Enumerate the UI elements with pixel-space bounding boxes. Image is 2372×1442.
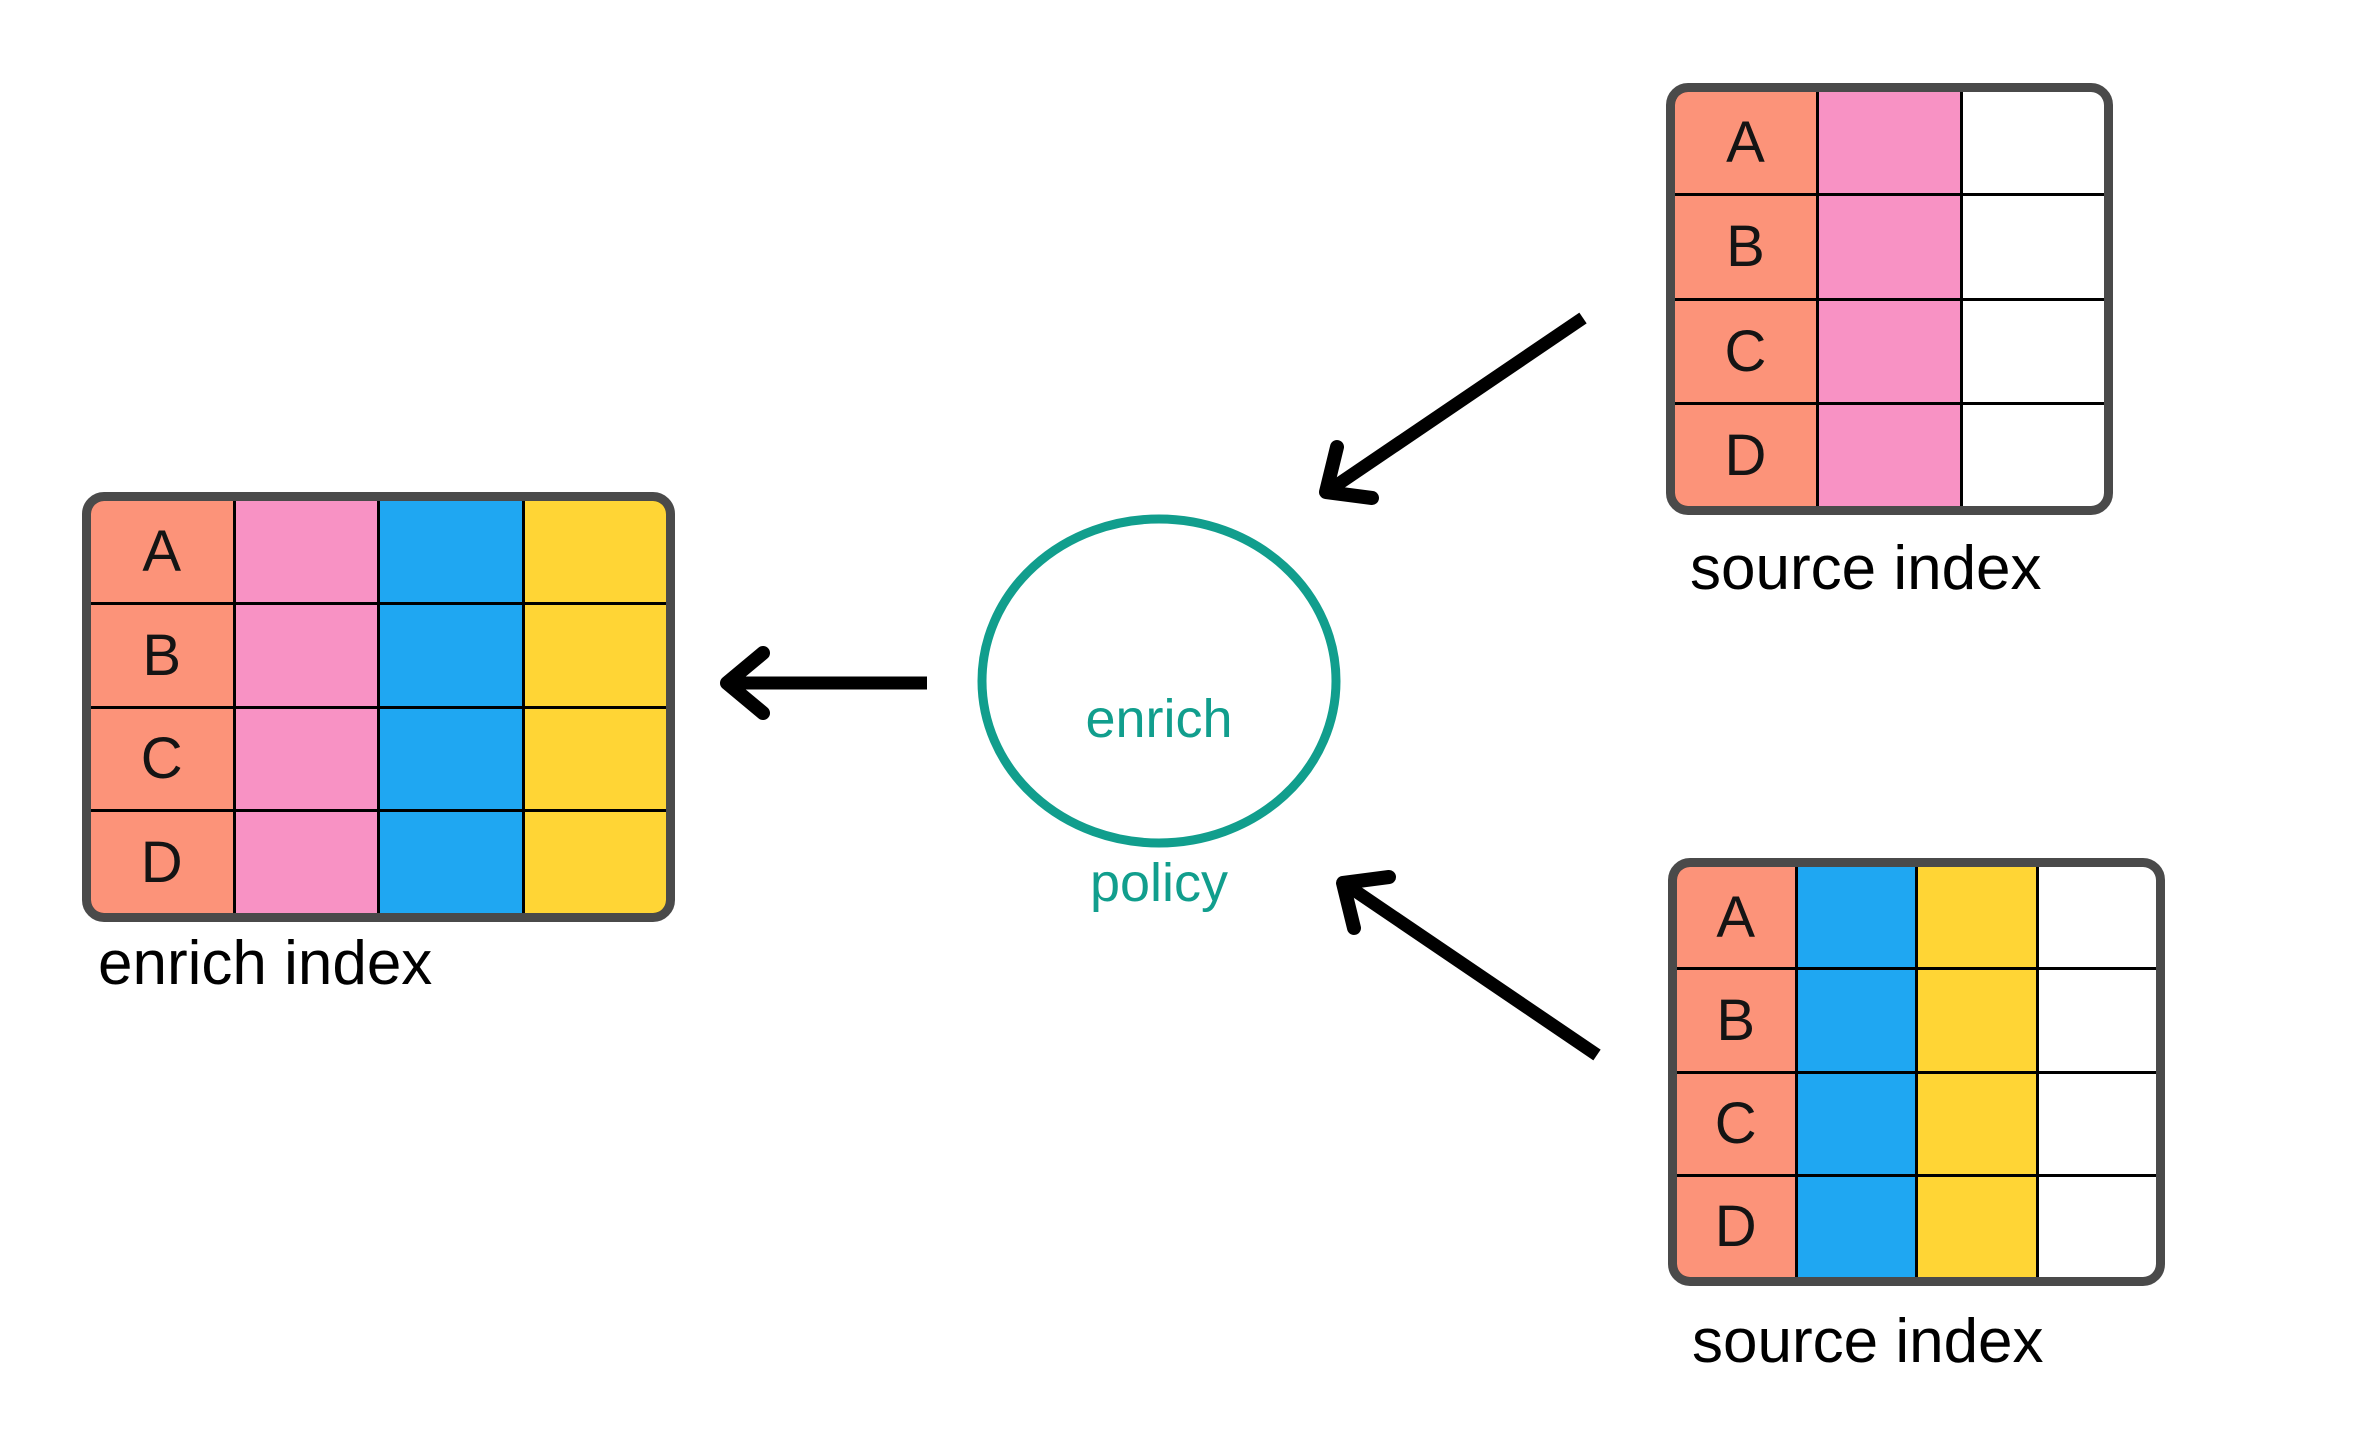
source-bottom-cell-blue-D [1797, 1176, 1915, 1277]
source-bottom-cell-yellow-A [1918, 867, 2036, 968]
source-bottom-cell-key-D: D [1677, 1176, 1795, 1277]
source-bottom-cell-empty-C [2038, 1073, 2156, 1174]
source-bottom-cell-yellow-C [1918, 1073, 2036, 1174]
source-bottom-cell-yellow-B [1918, 970, 2036, 1071]
source-top-cell-empty-C [1963, 300, 2104, 402]
arrowhead-icon [1319, 440, 1379, 505]
arrowhead-icon [1336, 870, 1396, 935]
source-bottom-cell-empty-B [2038, 970, 2156, 1071]
arrowhead-icon [720, 646, 770, 720]
enrich-index-label: enrich index [98, 929, 433, 998]
source-top-cell-empty-B [1963, 196, 2104, 298]
source-top-cell-pink-B [1819, 196, 1960, 298]
arrow-policy-to-enrich-index [720, 646, 927, 720]
source-top-cell-key-C: C [1675, 300, 1816, 402]
enrich-cell-key-B: B [91, 604, 233, 706]
enrich-cell-key-A: A [91, 501, 233, 602]
enrich-policy-label-line1: enrich [1085, 689, 1233, 749]
source-top-cell-key-A: A [1675, 92, 1816, 194]
enrich-cell-blue-D [380, 812, 522, 913]
source-index-top-label: source index [1690, 534, 2042, 603]
source-top-cell-empty-D [1963, 404, 2104, 506]
enrich-cell-pink-D [235, 812, 377, 913]
enrich-cell-yellow-D [524, 812, 666, 913]
source-top-cell-pink-C [1819, 300, 1960, 402]
source-index-top-table: A B C D [1666, 83, 2113, 515]
enrich-policy-label-line2: policy [1089, 853, 1229, 913]
source-top-cell-pink-A [1819, 92, 1960, 194]
enrich-policy-label: enrich policy [959, 596, 1359, 1006]
enrich-cell-yellow-B [524, 604, 666, 706]
source-bottom-cell-empty-A [2038, 867, 2156, 968]
enrich-policy-circle [977, 514, 1341, 848]
enrich-cell-pink-C [235, 708, 377, 810]
source-bottom-cell-blue-A [1797, 867, 1915, 968]
source-index-bottom-table: A B C D [1668, 858, 2165, 1286]
enrich-cell-pink-A [235, 501, 377, 602]
arrow-source-top-to-policy [1319, 312, 1587, 505]
source-bottom-cell-yellow-D [1918, 1176, 2036, 1277]
source-top-cell-key-D: D [1675, 404, 1816, 506]
enrich-cell-key-D: D [91, 812, 233, 913]
source-bottom-cell-blue-C [1797, 1073, 1915, 1174]
source-bottom-cell-empty-D [2038, 1176, 2156, 1277]
enrich-cell-blue-C [380, 708, 522, 810]
source-index-bottom-label: source index [1692, 1307, 2044, 1376]
enrich-cell-blue-B [380, 604, 522, 706]
source-top-cell-empty-A [1963, 92, 2104, 194]
source-bottom-cell-key-B: B [1677, 970, 1795, 1071]
arrow-source-bottom-to-policy [1336, 870, 1601, 1061]
enrich-index-table: A B C D [82, 492, 675, 922]
source-bottom-cell-key-C: C [1677, 1073, 1795, 1174]
source-bottom-cell-blue-B [1797, 970, 1915, 1071]
enrich-cell-blue-A [380, 501, 522, 602]
enrich-cell-yellow-A [524, 501, 666, 602]
enrich-cell-yellow-C [524, 708, 666, 810]
source-bottom-cell-key-A: A [1677, 867, 1795, 968]
enrich-cell-pink-B [235, 604, 377, 706]
enrich-cell-key-C: C [91, 708, 233, 810]
source-top-cell-key-B: B [1675, 196, 1816, 298]
source-top-cell-pink-D [1819, 404, 1960, 506]
